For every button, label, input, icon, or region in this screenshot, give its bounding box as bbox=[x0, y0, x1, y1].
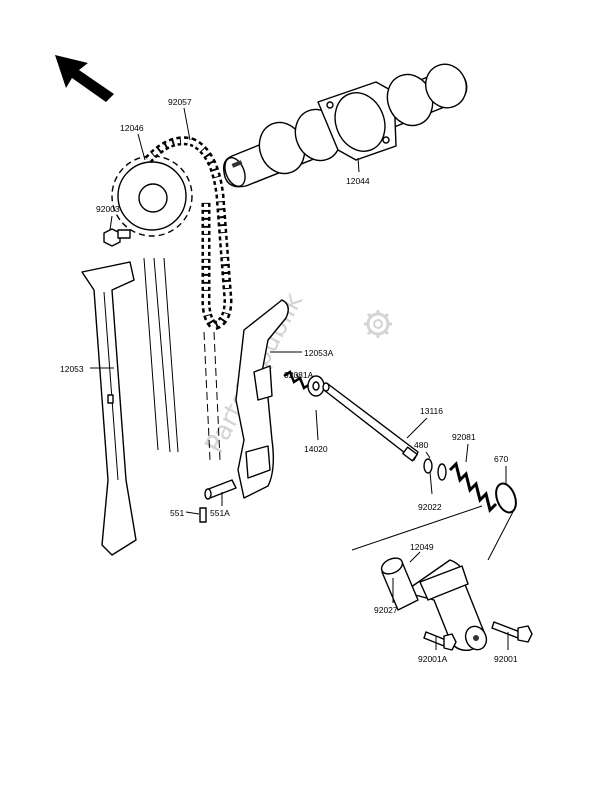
label-551: 551 bbox=[170, 508, 184, 518]
tensioner-collar bbox=[380, 557, 419, 611]
cam-chain bbox=[144, 136, 233, 332]
tensioner-spring bbox=[448, 461, 498, 513]
gear-logo-icon bbox=[364, 310, 392, 338]
chain-path-lines bbox=[143, 257, 221, 461]
sprocket-bolt bbox=[103, 228, 131, 247]
chain-guide-front bbox=[235, 299, 289, 499]
label-92001: 92001 bbox=[494, 654, 518, 664]
dowel-pin bbox=[199, 507, 207, 523]
pivot-pin bbox=[204, 479, 237, 500]
tensioner-bolt-right bbox=[491, 621, 533, 643]
tensioner-bolt-left bbox=[423, 631, 457, 651]
label-12046: 12046 bbox=[120, 123, 144, 133]
tensioner-body bbox=[403, 559, 488, 651]
label-92081a: 92081A bbox=[284, 370, 314, 380]
part-labels: 12046 92057 92003 12044 12053 12053A 920… bbox=[60, 97, 518, 664]
label-480: 480 bbox=[414, 440, 428, 450]
front-direction-arrow-icon bbox=[55, 55, 114, 102]
label-14020: 14020 bbox=[304, 444, 328, 454]
explosion-lines bbox=[315, 409, 517, 561]
label-92081: 92081 bbox=[452, 432, 476, 442]
label-12049: 12049 bbox=[410, 542, 434, 552]
leader-lines bbox=[90, 107, 509, 650]
label-92022: 92022 bbox=[418, 502, 442, 512]
push-rod bbox=[322, 382, 419, 462]
washer bbox=[423, 458, 433, 474]
label-92003: 92003 bbox=[96, 204, 120, 214]
cam-sprocket bbox=[111, 155, 193, 237]
label-92027: 92027 bbox=[374, 605, 398, 615]
chain-guide-rear bbox=[81, 261, 137, 556]
o-ring bbox=[495, 482, 517, 514]
label-12044: 12044 bbox=[346, 176, 370, 186]
seal-ring bbox=[437, 463, 447, 481]
label-12053: 12053 bbox=[60, 364, 84, 374]
label-13116: 13116 bbox=[420, 406, 443, 416]
label-551a: 551A bbox=[210, 508, 230, 518]
label-92057: 92057 bbox=[168, 97, 192, 107]
camshaft bbox=[222, 63, 468, 188]
label-92001a: 92001A bbox=[418, 654, 448, 664]
label-670: 670 bbox=[494, 454, 508, 464]
label-12053a: 12053A bbox=[304, 348, 334, 358]
